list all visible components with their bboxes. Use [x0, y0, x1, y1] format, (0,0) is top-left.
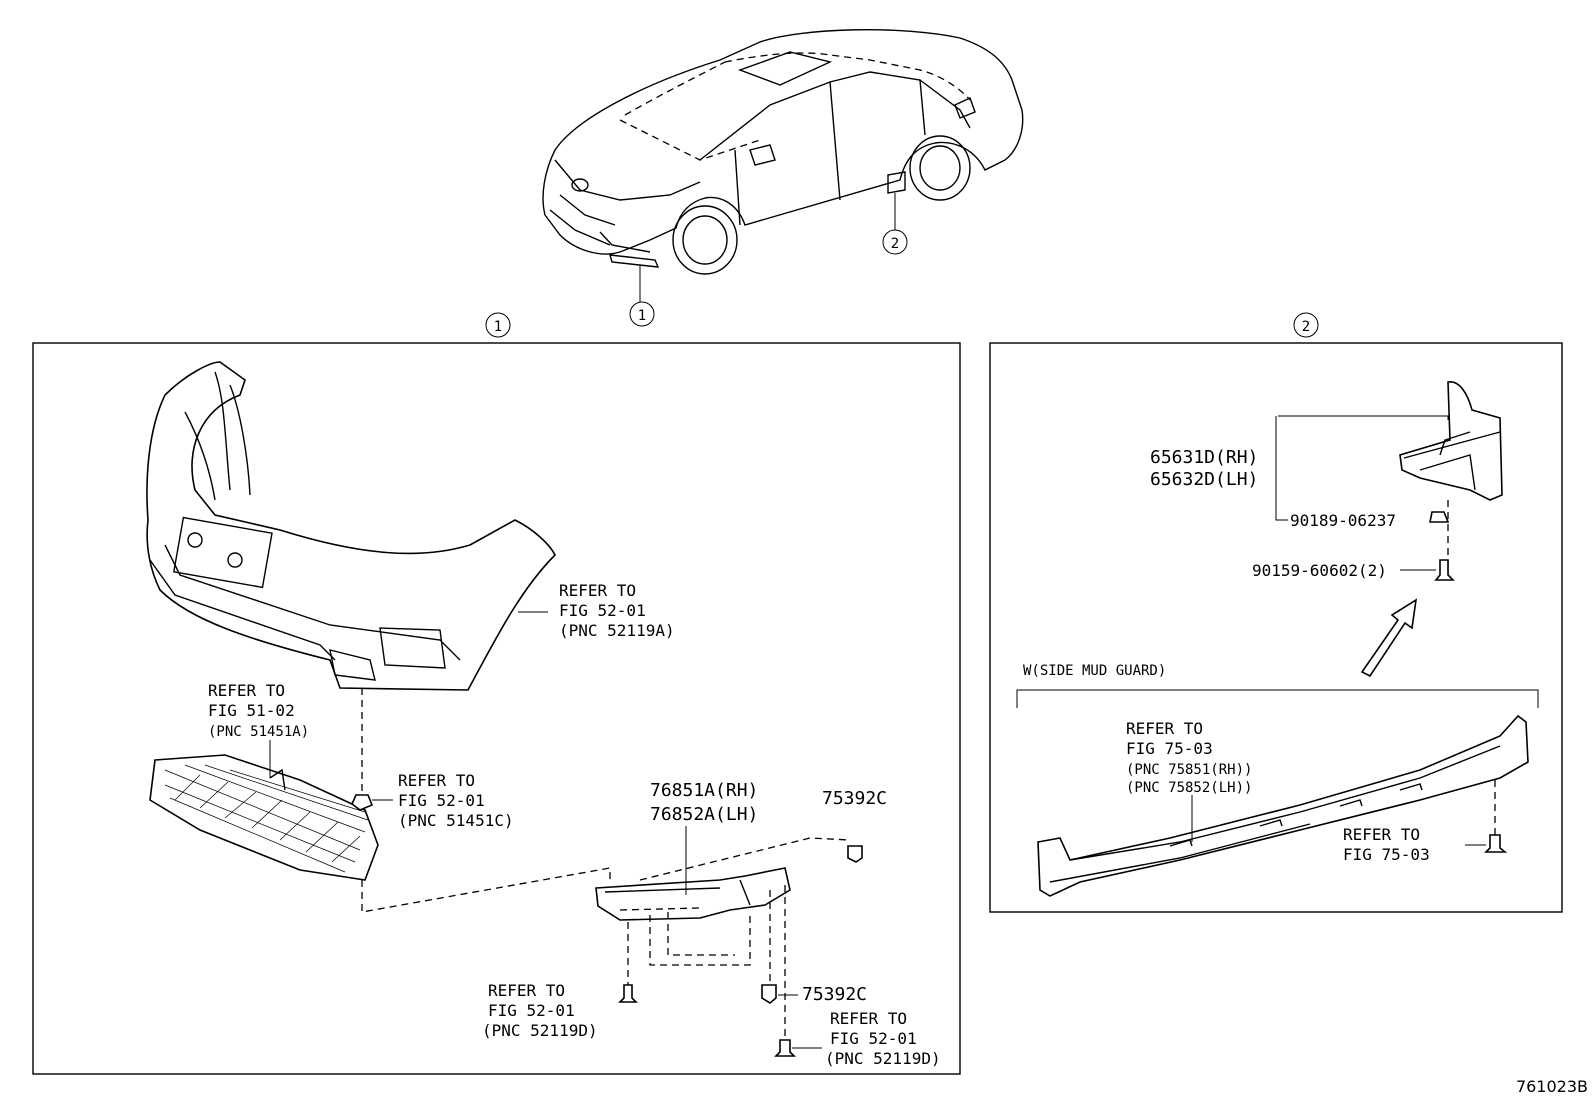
bumper-refer-line2: FIG 52-01: [559, 601, 646, 620]
rocker-refer-line4: (PNC 75852(LH)): [1126, 780, 1252, 796]
screw-right-refer-line1: REFER TO: [830, 1009, 907, 1028]
clip-refer-label: REFER TO FIG 52-01 (PNC 51451C): [398, 771, 514, 830]
callout-1-number: 1: [638, 308, 646, 324]
car-overview-illustration: [542, 29, 1024, 302]
callout-1-panel: 1: [485, 312, 511, 338]
screw-left-refer-line1: REFER TO: [488, 981, 565, 1000]
screw-left-refer-line2: FIG 52-01: [488, 1001, 575, 1020]
nut-label: 90189-06237: [1290, 511, 1396, 530]
front-spoiler-drawing: [595, 867, 791, 921]
screw-right-refer-label: REFER TO FIG 52-01 (PNC 52119D): [825, 1009, 941, 1068]
screw-right-refer-line2: FIG 52-01: [830, 1029, 917, 1048]
nut-drawing: [1429, 511, 1450, 523]
undercover-refer-line1: REFER TO: [208, 681, 285, 700]
front-bumper-drawing: [146, 361, 556, 691]
callout-2-number: 2: [891, 236, 899, 252]
clip-bottom-label: 75392C: [802, 984, 867, 1005]
rocker-refer-label: REFER TO FIG 75-03 (PNC 75851(RH)) (PNC …: [1126, 719, 1252, 796]
rocker-screw-drawing: [1484, 834, 1508, 853]
screw-left-refer-line3: (PNC 52119D): [482, 1021, 598, 1040]
undercover-refer-label: REFER TO FIG 51-02 (PNC 51451A): [208, 681, 309, 740]
section-title: W(SIDE MUD GUARD): [1023, 663, 1166, 679]
rocker-refer-line1: REFER TO: [1126, 719, 1203, 738]
undercover-refer-line2: FIG 51-02: [208, 701, 295, 720]
clip-refer-line2: FIG 52-01: [398, 791, 485, 810]
engine-under-cover-drawing: [149, 754, 379, 881]
panel-2-frame: [989, 342, 1563, 913]
callout-2-panel: 2: [1293, 312, 1319, 338]
screw-right-drawing: [774, 1039, 796, 1057]
callout-1-panel-number: 1: [494, 319, 502, 335]
panel-1-frame: [32, 342, 961, 1075]
diagram-id: 761023B: [1516, 1077, 1588, 1096]
rocker-screw-refer-line1: REFER TO: [1343, 825, 1420, 844]
screw-left-drawing: [618, 984, 638, 1003]
screw-left-refer-label: REFER TO FIG 52-01 (PNC 52119D): [482, 981, 598, 1040]
clip-51451c-drawing: [351, 794, 374, 811]
clip-refer-line3: (PNC 51451C): [398, 811, 514, 830]
screw-90159-drawing: [1434, 559, 1455, 581]
clip-refer-line1: REFER TO: [398, 771, 475, 790]
clip-top-label: 75392C: [822, 788, 887, 809]
undercover-refer-line3: (PNC 51451A): [208, 724, 309, 740]
callout-2-car: 2: [882, 229, 908, 255]
mudguard-part-number: 65631D(RH) 65632D(LH): [1150, 447, 1258, 490]
mudguard-lh-label: 65632D(LH): [1150, 469, 1258, 490]
mud-guard-drawing: [1399, 381, 1503, 501]
rocker-panel-drawing: [1037, 714, 1529, 897]
callout-1-car: 1: [629, 301, 655, 327]
rocker-screw-refer-label: REFER TO FIG 75-03: [1343, 825, 1430, 864]
rocker-screw-refer-line2: FIG 75-03: [1343, 845, 1430, 864]
bumper-refer-line3: (PNC 52119A): [559, 621, 675, 640]
clip-75392c-bottom-drawing: [761, 984, 777, 1004]
rocker-refer-line3: (PNC 75851(RH)): [1126, 762, 1252, 778]
bumper-refer-label: REFER TO FIG 52-01 (PNC 52119A): [559, 581, 675, 640]
clip-75392c-top-drawing: [847, 845, 863, 863]
bumper-refer-line1: REFER TO: [559, 581, 636, 600]
screw-right-refer-line3: (PNC 52119D): [825, 1049, 941, 1068]
spoiler-part-number: 76851A(RH) 76852A(LH): [650, 780, 758, 825]
screw-label: 90159-60602(2): [1252, 561, 1387, 580]
spoiler-lh-label: 76852A(LH): [650, 804, 758, 825]
rocker-refer-line2: FIG 75-03: [1126, 739, 1213, 758]
callout-2-panel-number: 2: [1302, 319, 1310, 335]
direction-arrow: [1360, 598, 1418, 678]
spoiler-rh-label: 76851A(RH): [650, 780, 758, 801]
mudguard-rh-label: 65631D(RH): [1150, 447, 1258, 468]
